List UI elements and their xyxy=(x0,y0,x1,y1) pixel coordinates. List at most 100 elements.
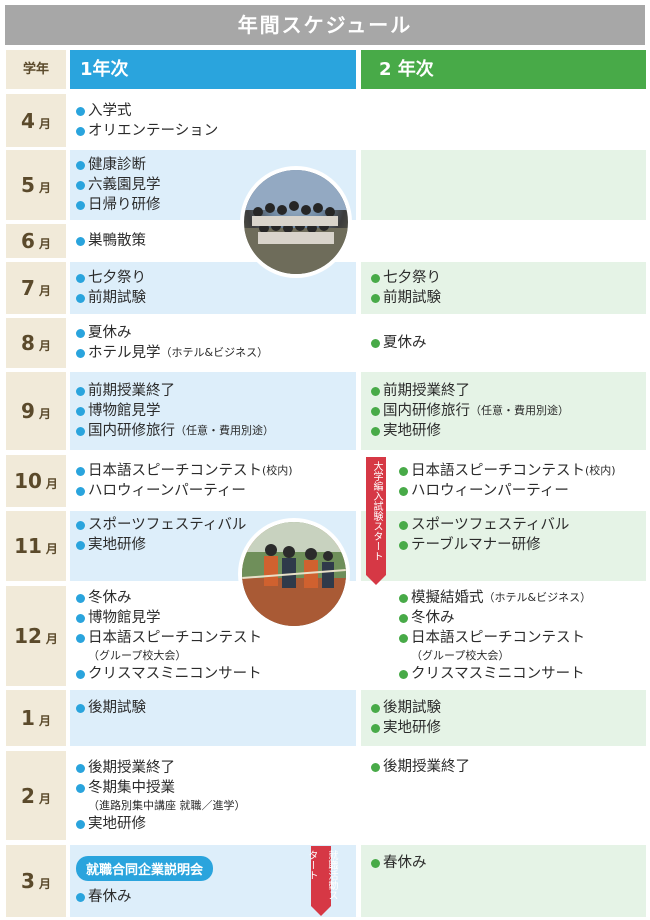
list-item: 前期授業終了 xyxy=(76,381,274,401)
month-number: 3 xyxy=(21,869,35,893)
y2-apr-cell xyxy=(361,94,646,147)
sports-photo xyxy=(238,518,350,630)
bullet-icon xyxy=(76,387,85,396)
month-suffix: 月 xyxy=(38,116,51,131)
y1-aug-cell: 夏休み ホテル見学（ホテル&ビジネス） xyxy=(70,318,356,368)
list-item: 春休み xyxy=(76,887,213,907)
bullet-icon xyxy=(399,594,408,603)
month-number: 2 xyxy=(21,783,35,808)
bullet-icon xyxy=(371,704,380,713)
list-item: 日本語スピーチコンテスト xyxy=(76,628,262,648)
item-subnote: （グループ校大会） xyxy=(88,649,187,662)
month-suffix: 月 xyxy=(38,284,51,298)
item-note: （ホテル&ビジネス） xyxy=(483,591,592,604)
bullet-icon xyxy=(76,274,85,283)
month-suffix: 月 xyxy=(38,714,51,728)
y1-jan-cell: 後期試験 xyxy=(70,690,356,746)
list-item: 後期試験 xyxy=(371,698,441,718)
bullet-icon xyxy=(76,349,85,358)
list-item: スポーツフェスティバル xyxy=(76,515,246,535)
month-number: 12 xyxy=(14,624,42,648)
bullet-icon xyxy=(76,541,85,550)
list-item: ハロウィーンパーティー xyxy=(399,481,616,501)
list-item: 冬休み xyxy=(399,608,591,628)
month-number: 4 xyxy=(21,108,35,133)
month-number: 10 xyxy=(14,469,42,493)
item-subnote: （グループ校大会） xyxy=(411,649,510,662)
bullet-icon xyxy=(76,161,85,170)
bullet-icon xyxy=(76,634,85,643)
list-item: 巣鴨散策 xyxy=(76,231,146,251)
month-suffix: 月 xyxy=(38,407,51,421)
y2-nov-cell: スポーツフェスティバル テーブルマナー研修 xyxy=(361,511,646,581)
list-item: 日帰り研修 xyxy=(76,195,161,215)
bullet-icon xyxy=(371,859,380,868)
bullet-icon xyxy=(76,670,85,679)
list-item: 日本語スピーチコンテスト(校内) xyxy=(76,461,293,481)
bullet-icon xyxy=(76,892,85,902)
bullet-icon xyxy=(399,467,408,476)
month-suffix: 月 xyxy=(45,632,58,646)
page-title: 年間スケジュール xyxy=(5,5,645,45)
bullet-icon xyxy=(371,387,380,396)
list-item: 前期試験 xyxy=(76,288,146,308)
month-number: 8 xyxy=(21,331,35,355)
list-item: 冬期集中授業 xyxy=(76,778,246,798)
month-suffix: 月 xyxy=(38,237,51,251)
bullet-icon xyxy=(399,487,408,496)
header-year1: 1年次 xyxy=(70,50,356,89)
month-number: 1 xyxy=(21,706,35,730)
month-number: 11 xyxy=(14,534,42,558)
bullet-icon xyxy=(76,181,85,190)
y1-apr-cell: 入学式 オリエンテーション xyxy=(70,94,356,147)
job-hunt-ribbon: 就職活動スタート xyxy=(306,846,337,916)
y1-sep-cell: 前期授業終了 博物館見学 国内研修旅行（任意・費用別途） xyxy=(70,372,356,450)
bullet-icon xyxy=(399,634,408,643)
item-note: (校内) xyxy=(585,464,616,477)
bullet-icon xyxy=(371,294,380,303)
bullet-icon xyxy=(76,329,85,338)
list-item: クリスマスミニコンサート xyxy=(399,664,591,684)
list-item: 国内研修旅行（任意・費用別途） xyxy=(371,401,569,421)
job-fair-badge: 就職合同企業説明会 xyxy=(76,855,214,881)
month-suffix: 月 xyxy=(45,477,58,491)
month-number: 6 xyxy=(21,229,35,253)
bullet-icon xyxy=(76,106,85,116)
bullet-icon xyxy=(371,274,380,283)
list-item: 前期試験 xyxy=(371,288,441,308)
bullet-icon xyxy=(76,704,85,713)
item-note: (校内) xyxy=(262,464,293,477)
header-year2: 2 年次 xyxy=(361,50,646,89)
bullet-icon xyxy=(399,614,408,623)
bullet-icon xyxy=(76,521,85,530)
list-item: 日本語スピーチコンテスト xyxy=(399,628,591,648)
month-number: 5 xyxy=(21,173,35,197)
list-item: 実地研修 xyxy=(371,421,569,441)
list-item: スポーツフェスティバル xyxy=(399,515,569,535)
bullet-icon xyxy=(76,237,85,246)
list-item: クリスマスミニコンサート xyxy=(76,664,262,684)
list-item: 実地研修 xyxy=(76,535,246,555)
bullet-icon xyxy=(371,724,380,733)
list-item: 後期授業終了 xyxy=(76,758,246,778)
list-item: 模擬結婚式（ホテル&ビジネス） xyxy=(399,588,591,608)
bullet-icon xyxy=(76,467,85,476)
item-note: （ホテル&ビジネス） xyxy=(160,346,269,359)
bullet-icon xyxy=(76,763,85,773)
y2-aug-cell: 夏休み xyxy=(361,318,646,368)
list-item: 夏休み xyxy=(76,323,268,343)
bullet-icon xyxy=(76,487,85,496)
bullet-icon xyxy=(399,670,408,679)
y2-jan-cell: 後期試験 実地研修 xyxy=(361,690,646,746)
list-item: 博物館見学 xyxy=(76,608,262,628)
month-suffix: 月 xyxy=(38,181,51,195)
